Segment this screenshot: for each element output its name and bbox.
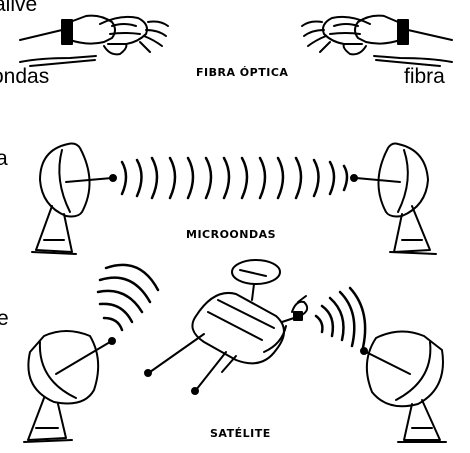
microwave-waves: [122, 158, 347, 198]
satellite-downlink-waves: [316, 288, 365, 352]
satellite-spacecraft: [145, 260, 307, 394]
caption-fiber-optic: FIBRA ÓPTICA: [196, 66, 288, 79]
microwave-right-dish: [351, 144, 436, 255]
satellite-left-dish: [24, 331, 115, 442]
caption-microwave: MICROONDAS: [186, 228, 276, 241]
microwave-left-dish: [32, 144, 116, 255]
caption-satellite: SATÉLITE: [210, 427, 271, 440]
satellite-uplink-waves: [98, 265, 158, 330]
fiber-left-hand-illustration: [20, 16, 168, 66]
satellite-right-dish: [361, 331, 446, 442]
fiber-right-hand-illustration: [302, 16, 452, 66]
